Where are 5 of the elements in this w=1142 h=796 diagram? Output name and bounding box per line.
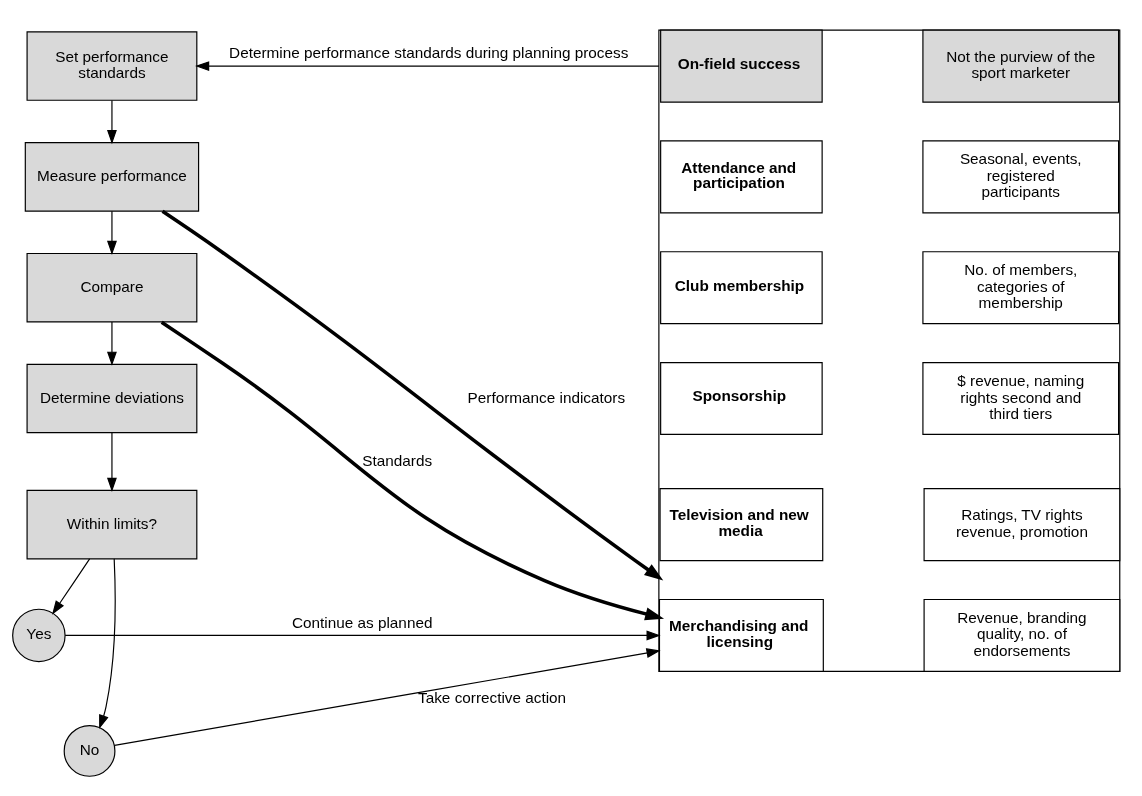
edge-label: Determine performance standards during planning process	[229, 43, 629, 61]
edge-label: Performance indicators	[467, 388, 626, 406]
edge-label: Continue as planned	[291, 613, 433, 631]
edge-label: Standards	[362, 451, 433, 469]
edge-label: Take corrective action	[418, 688, 567, 705]
